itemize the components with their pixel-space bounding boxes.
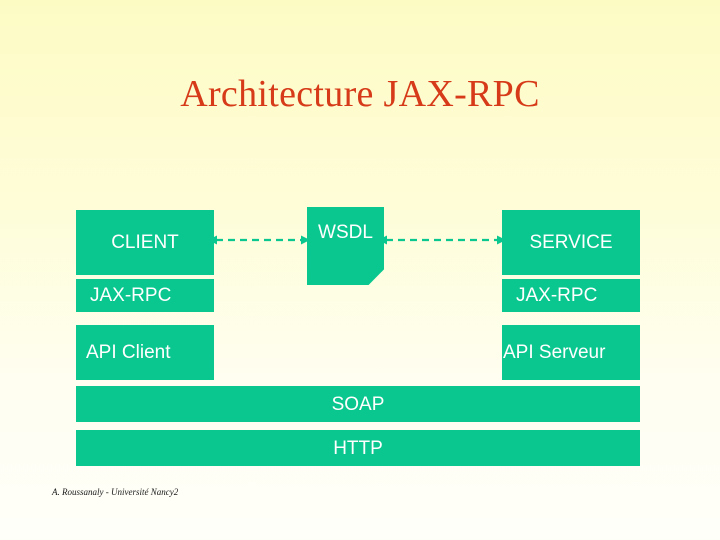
diagram-block-soap: SOAP: [76, 386, 640, 422]
page-title: Architecture JAX-RPC: [180, 73, 540, 115]
diagram-block-jaxrpc-server-label: JAX-RPC: [516, 285, 598, 306]
diagram-block-api-serveur-label: API Serveur: [503, 342, 606, 363]
connector-client-wsdl-icon: [208, 235, 310, 245]
diagram-block-service: SERVICE: [502, 210, 640, 275]
connector-wsdl-service-icon: [378, 235, 506, 245]
diagram-block-api-client: API Client: [76, 325, 214, 380]
diagram-block-wsdl-label: WSDL: [318, 222, 373, 243]
footer-credit: A. Roussanaly - Université Nancy2: [52, 487, 179, 497]
diagram-block-soap-label: SOAP: [331, 393, 385, 415]
diagram-block-api-client-label: API Client: [86, 342, 171, 363]
diagram-block-http-label: HTTP: [333, 437, 383, 459]
diagram-block-client-label: CLIENT: [111, 232, 179, 253]
diagram-block-http: HTTP: [76, 430, 640, 466]
diagram-block-api-serveur: API Serveur: [502, 325, 640, 380]
diagram-block-jaxrpc-client: JAX-RPC: [76, 279, 214, 312]
diagram-block-jaxrpc-server: JAX-RPC: [502, 279, 640, 312]
diagram-block-service-label: SERVICE: [529, 232, 613, 253]
diagram-block-client: CLIENT: [76, 210, 214, 275]
diagram-block-jaxrpc-client-label: JAX-RPC: [90, 285, 172, 306]
diagram-block-wsdl: [307, 207, 384, 285]
